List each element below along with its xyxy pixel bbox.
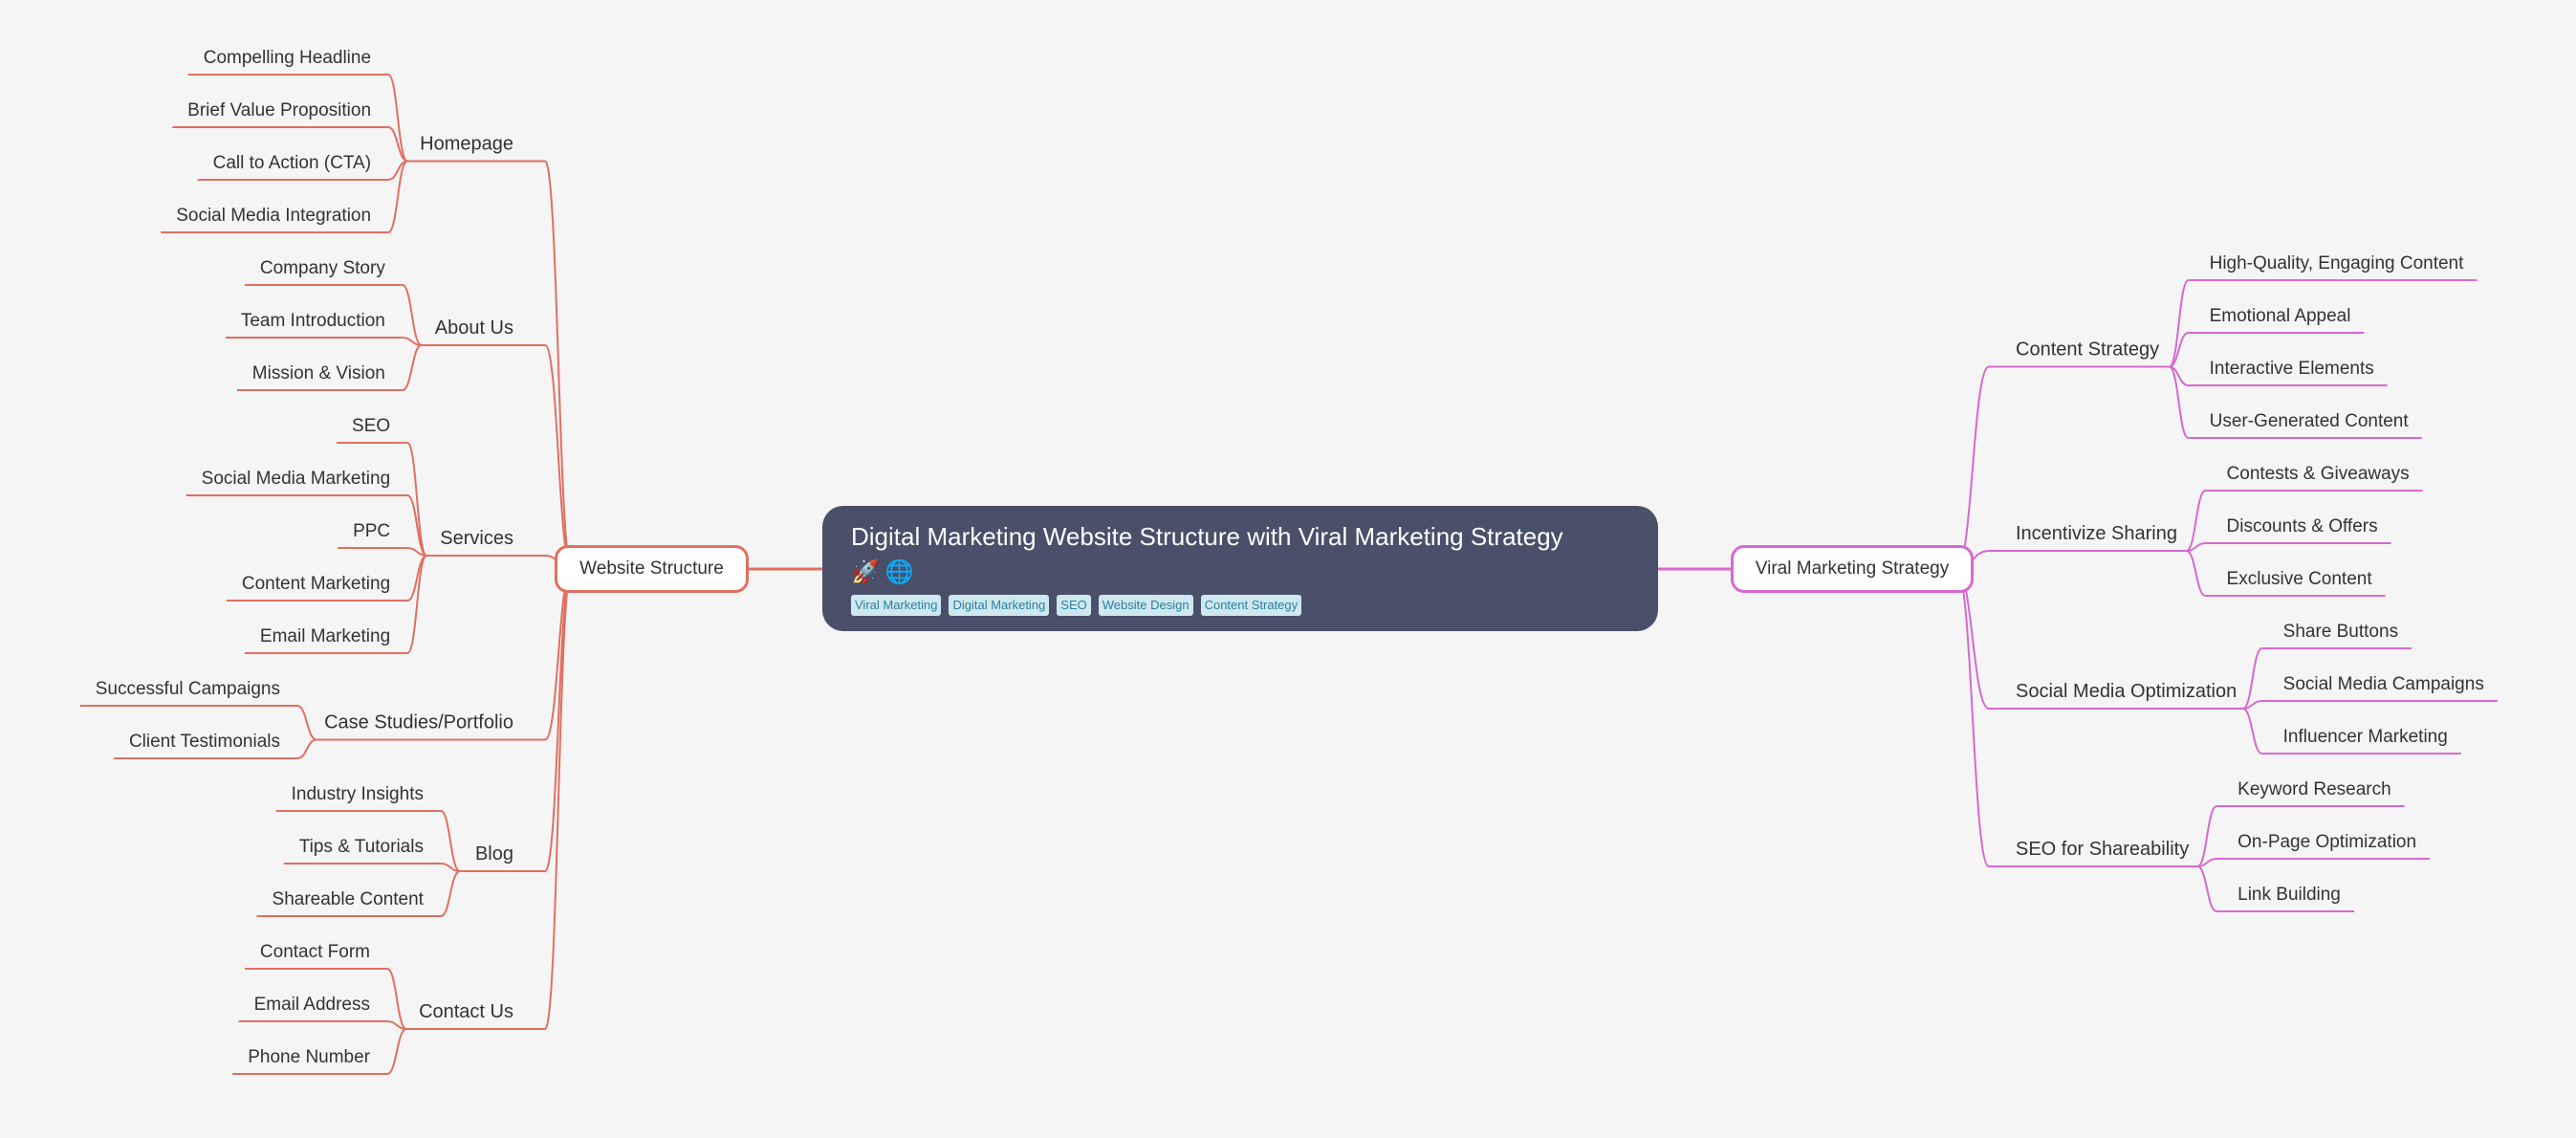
main-topic-label: Viral Marketing Strategy <box>1755 558 1950 579</box>
branch-incentivize-sharing[interactable]: Incentivize Sharing <box>2016 523 2177 544</box>
leaf-connector <box>2168 279 2190 368</box>
branch-case-studies-portfolio[interactable]: Case Studies/Portfolio <box>324 712 513 733</box>
leaf-successful-campaigns[interactable]: Successful Campaigns <box>96 679 280 699</box>
tag[interactable]: Viral Marketing <box>851 595 942 616</box>
leaf-seo[interactable]: SEO <box>352 416 390 436</box>
leaf-share-buttons[interactable]: Share Buttons <box>2283 622 2398 642</box>
leaf-connector <box>2186 550 2206 597</box>
leaf-connector <box>2196 865 2217 912</box>
leaf-social-media-campaigns[interactable]: Social Media Campaigns <box>2283 674 2484 694</box>
leaf-on-page-optimization[interactable]: On-Page Optimization <box>2238 832 2416 852</box>
root-title: Digital Marketing Website Structure with… <box>851 522 1563 551</box>
leaf-connector <box>2168 365 2190 439</box>
leaf-discounts-offers[interactable]: Discounts & Offers <box>2227 516 2378 536</box>
leaf-connector <box>2196 805 2217 867</box>
tag[interactable]: Content Strategy <box>1200 595 1302 616</box>
branch-social-media-optimization[interactable]: Social Media Optimization <box>2016 681 2237 702</box>
rocket-icon: 🚀 <box>851 559 880 585</box>
leaf-connector <box>387 160 409 233</box>
leaf-email-address[interactable]: Email Address <box>254 995 370 1015</box>
leaf-mission-vision[interactable]: Mission & Vision <box>252 363 385 383</box>
leaf-connector <box>2169 332 2189 368</box>
main-topic-label: Website Structure <box>579 558 724 579</box>
leaf-phone-number[interactable]: Phone Number <box>248 1047 370 1067</box>
leaf-contact-form[interactable]: Contact Form <box>260 942 370 962</box>
leaf-influencer-marketing[interactable]: Influencer Marketing <box>2283 727 2448 747</box>
leaf-industry-insights[interactable]: Industry Insights <box>292 784 424 804</box>
branch-homepage[interactable]: Homepage <box>420 134 513 155</box>
leaf-content-marketing[interactable]: Content Marketing <box>242 574 390 594</box>
leaf-connector <box>296 738 317 759</box>
leaf-ppc[interactable]: PPC <box>353 521 390 541</box>
leaf-link-building[interactable]: Link Building <box>2238 885 2341 905</box>
leaf-compelling-headline[interactable]: Compelling Headline <box>204 48 371 68</box>
branch-connector <box>544 568 573 1030</box>
leaf-interactive-elements[interactable]: Interactive Elements <box>2210 359 2374 379</box>
root-tags: Viral Marketing Digital Marketing SEO We… <box>851 595 1629 616</box>
leaf-connector <box>296 705 317 741</box>
leaf-connector <box>387 126 408 163</box>
branch-services[interactable]: Services <box>440 528 513 549</box>
branch-connector <box>1955 568 1990 867</box>
leaf-connector <box>406 442 428 557</box>
leaf-team-introduction[interactable]: Team Introduction <box>241 311 385 331</box>
leaf-brief-value-proposition[interactable]: Brief Value Proposition <box>187 100 371 120</box>
branch-content-strategy[interactable]: Content Strategy <box>2016 339 2159 361</box>
leaf-high-quality-engaging-content[interactable]: High-Quality, Engaging Content <box>2210 253 2465 274</box>
leaf-connector <box>387 74 409 163</box>
leaf-emotional-appeal[interactable]: Emotional Appeal <box>2210 306 2351 326</box>
tag[interactable]: SEO <box>1057 595 1091 616</box>
main-topic-viral-marketing-strategy[interactable]: Viral Marketing Strategy <box>1731 545 1974 593</box>
leaf-connector <box>2186 490 2207 552</box>
leaf-social-media-marketing[interactable]: Social Media Marketing <box>202 469 390 489</box>
branch-connector <box>1955 365 1990 570</box>
leaf-contests-giveaways[interactable]: Contests & Giveaways <box>2227 464 2410 484</box>
leaf-email-marketing[interactable]: Email Marketing <box>260 626 390 646</box>
branch-connector <box>544 160 573 570</box>
root-icons: 🚀 🌐 <box>851 556 1629 590</box>
branch-blog[interactable]: Blog <box>475 843 513 864</box>
branch-seo-for-shareability[interactable]: SEO for Shareability <box>2016 839 2189 860</box>
leaf-shareable-content[interactable]: Shareable Content <box>273 889 425 909</box>
root-topic-card[interactable]: Digital Marketing Website Structure with… <box>822 506 1658 631</box>
leaf-connector <box>2242 708 2263 755</box>
leaf-exclusive-content[interactable]: Exclusive Content <box>2227 569 2373 589</box>
branch-contact-us[interactable]: Contact Us <box>419 1001 513 1022</box>
branch-about-us[interactable]: About Us <box>435 317 513 339</box>
leaf-connector <box>440 810 461 872</box>
leaf-keyword-research[interactable]: Keyword Research <box>2238 779 2391 799</box>
leaf-client-testimonials[interactable]: Client Testimonials <box>129 732 280 752</box>
leaf-social-media-integration[interactable]: Social Media Integration <box>176 206 371 226</box>
leaf-connector <box>386 1028 407 1075</box>
leaf-connector <box>402 284 423 346</box>
leaf-connector <box>2242 647 2263 710</box>
leaf-tips-tutorials[interactable]: Tips & Tutorials <box>299 837 424 857</box>
leaf-connector <box>406 494 427 557</box>
leaf-connector <box>386 968 407 1030</box>
globe-icon: 🌐 <box>884 559 914 585</box>
leaf-user-generated-content[interactable]: User-Generated Content <box>2210 411 2410 431</box>
leaf-company-story[interactable]: Company Story <box>260 258 385 278</box>
tag[interactable]: Website Design <box>1098 595 1193 616</box>
main-topic-website-structure[interactable]: Website Structure <box>555 545 749 593</box>
tag[interactable]: Digital Marketing <box>949 595 1050 616</box>
leaf-connector <box>406 555 428 654</box>
leaf-connector <box>440 870 461 917</box>
leaf-call-to-action-cta[interactable]: Call to Action (CTA) <box>213 153 371 173</box>
leaf-connector <box>402 344 423 391</box>
